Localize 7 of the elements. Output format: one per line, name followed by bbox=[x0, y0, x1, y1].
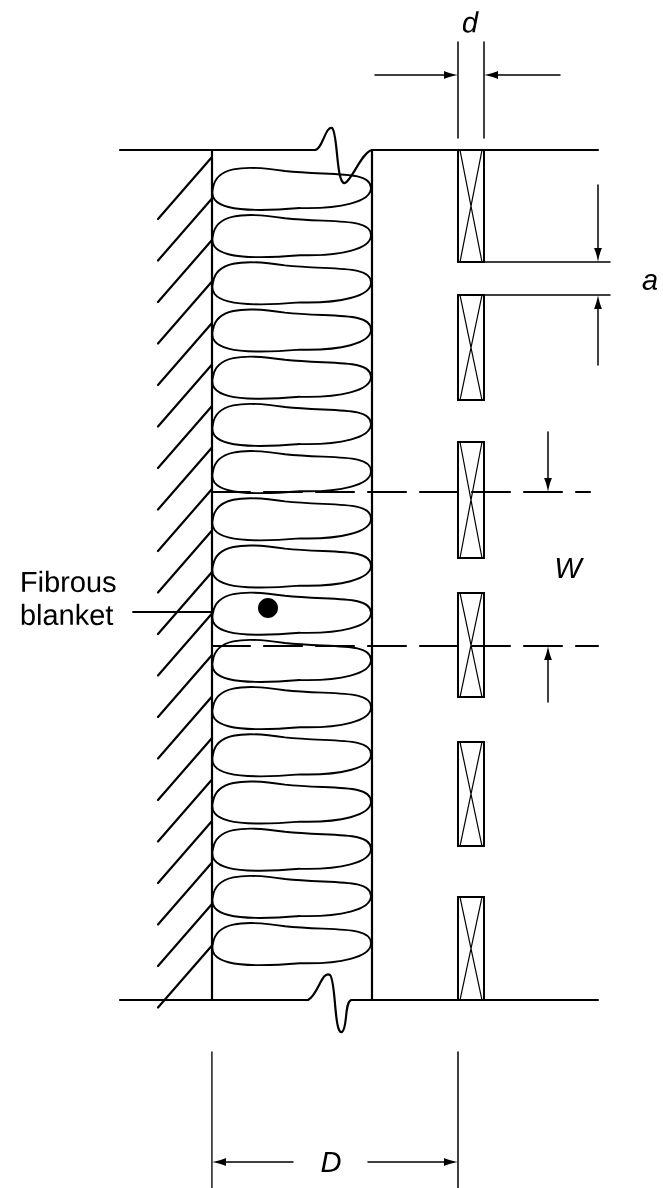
dimension-label: a bbox=[642, 274, 658, 290]
leader-line bbox=[132, 611, 212, 613]
dimension-label: D bbox=[321, 1152, 341, 1172]
label-text: Fibrous blanket bbox=[21, 570, 116, 626]
dimension-label: W bbox=[556, 558, 584, 578]
dimension-label: d bbox=[462, 11, 479, 33]
fibrous-blanket-drawing bbox=[210, 148, 374, 1002]
